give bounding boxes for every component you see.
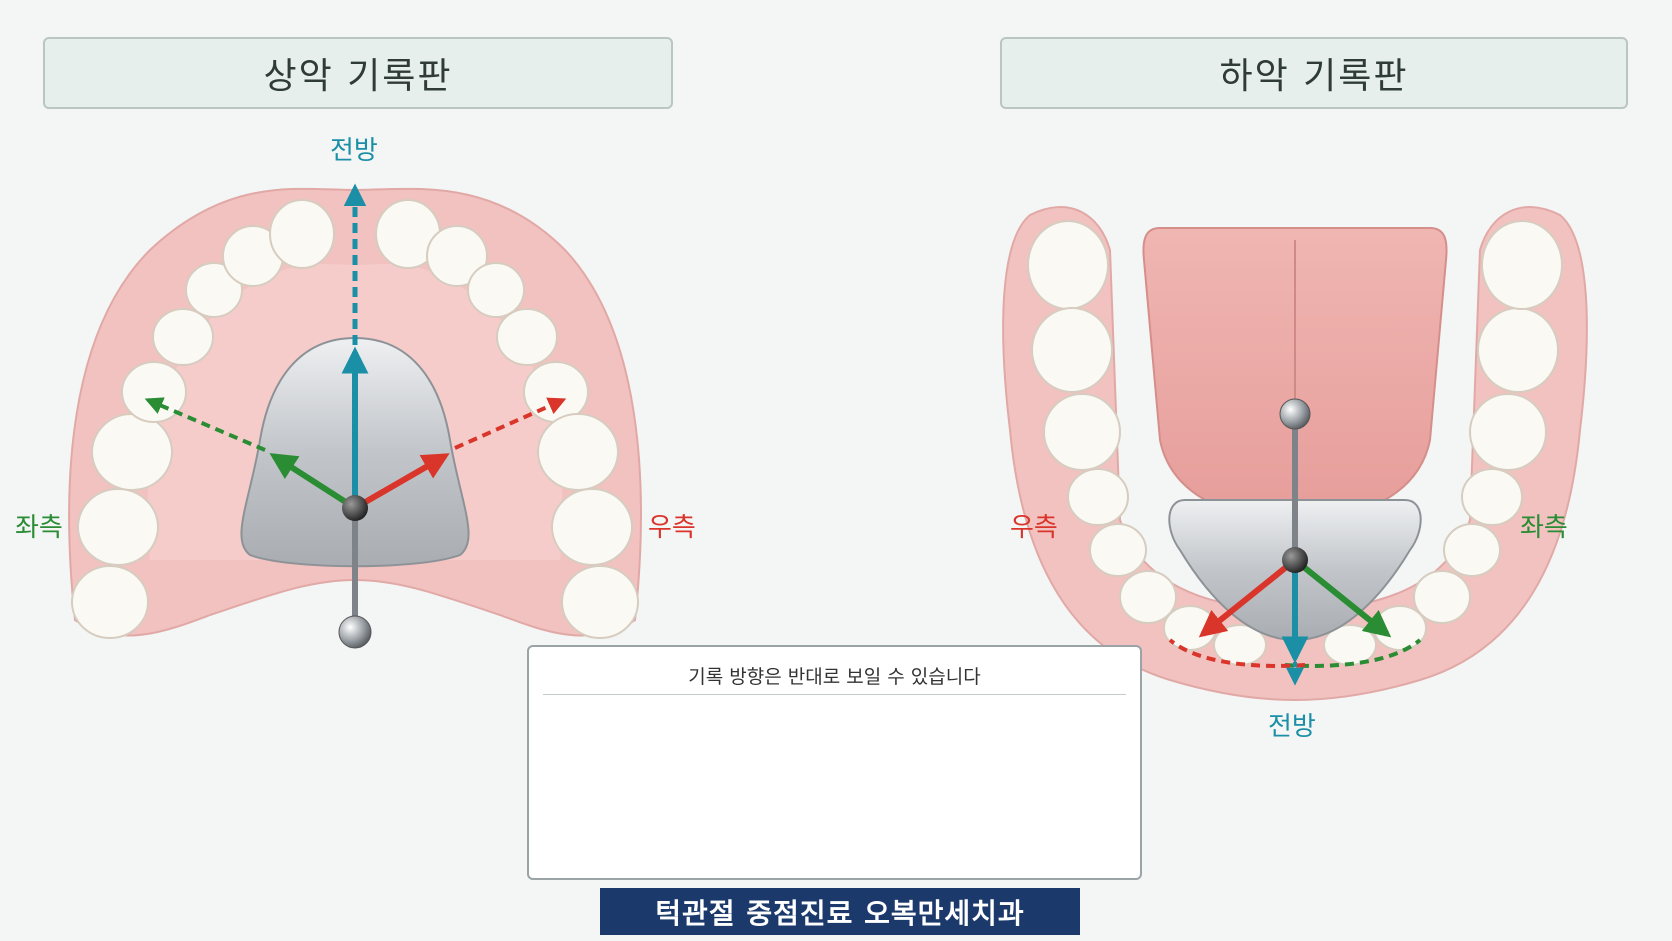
lower-anterior-label: 전방 (1268, 712, 1316, 742)
upper-left-dashed (144, 397, 266, 452)
lower-stylus-ball (1279, 398, 1311, 430)
upper-arch-illustration (68, 183, 642, 649)
upper-center-ball (342, 495, 368, 521)
lower-left-label: 좌측 (1520, 513, 1568, 543)
upper-right-label: 우측 (648, 513, 696, 543)
clinic-footer-banner: 턱관절 중점진료 오복만세치과 (600, 888, 1080, 935)
lower-right-arrow (1198, 557, 1297, 638)
lower-right-label: 우측 (1010, 513, 1058, 543)
direction-note-divider (543, 694, 1126, 695)
upper-left-label: 좌측 (15, 513, 63, 543)
upper-left-arrow (269, 453, 357, 511)
upper-plate-title: 상악 기록판 (43, 37, 673, 109)
lower-left-arrow (1293, 557, 1392, 638)
lower-right-dashed-arc (1168, 638, 1306, 668)
lower-arch-illustration (1002, 206, 1588, 702)
lower-teeth (1027, 220, 1563, 666)
upper-teeth (71, 199, 639, 639)
lower-plate-title: 하악 기록판 (1000, 37, 1628, 109)
upper-right-arrow (353, 453, 450, 511)
direction-note-text: 기록 방향은 반대로 보일 수 있습니다 (688, 666, 981, 688)
lower-center-ball (1282, 547, 1308, 573)
upper-stylus-ball (338, 615, 372, 649)
upper-right-dashed (454, 397, 567, 450)
direction-note-panel: 기록 방향은 반대로 보일 수 있습니다 (527, 645, 1142, 880)
upper-anterior-label: 전방 (330, 136, 378, 166)
